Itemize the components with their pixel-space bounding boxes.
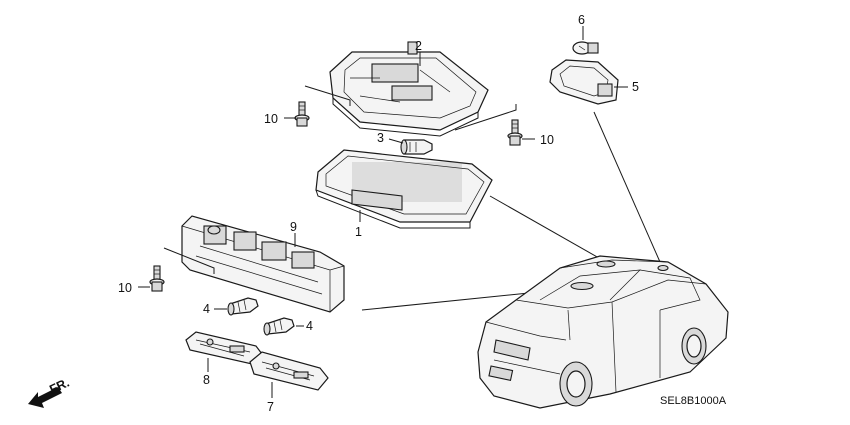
light-housing-part-5 [549,59,619,105]
lens-part-7 [249,351,329,391]
bulb-part-4-upper [227,297,259,316]
screw-10-upper-left [294,101,310,127]
screw-10-right [507,119,523,146]
map-light-part-9 [181,215,345,313]
callout-3: 3 [377,131,384,145]
bulb-part-6 [572,41,599,55]
callout-10-right: 10 [540,133,554,147]
front-direction-label: FR. [47,376,71,397]
lens-part-8 [185,331,263,365]
bulb-part-4-lower [263,317,295,336]
callout-4-lower: 4 [306,319,313,333]
callout-4-upper: 4 [203,302,210,316]
reference-line-rear-light [593,111,661,263]
car-illustration [477,255,729,409]
callout-5: 5 [632,80,639,94]
callout-7: 7 [267,400,274,414]
bracket-line-right [454,104,517,131]
callout-9: 9 [290,220,297,234]
callout-10-lower-left: 10 [118,281,132,295]
bracket-line-left [304,85,351,106]
callout-1: 1 [355,225,362,239]
bracket-line-lower [163,247,215,274]
bulb-part-3 [400,139,433,155]
front-direction-arrow-icon [28,387,62,408]
callout-6: 6 [578,13,585,27]
diagram-code: SEL8B1000A [660,395,727,407]
callout-10-upper-left: 10 [264,112,278,126]
reference-line-lens [489,195,607,263]
roof-light-base-part-2 [329,41,489,137]
callout-2: 2 [415,39,422,53]
callout-8: 8 [203,373,210,387]
screw-10-lower-left [149,265,165,292]
leader-line-3 [388,138,404,144]
lens-part-1 [315,149,493,229]
